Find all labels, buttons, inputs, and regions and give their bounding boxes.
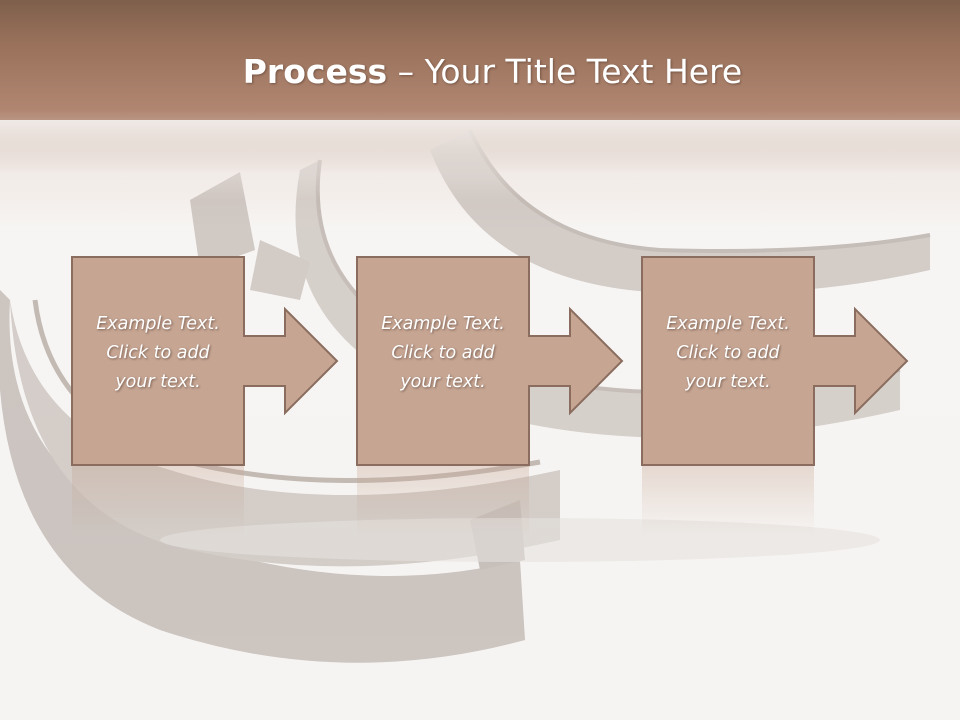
step-2-reflection	[357, 466, 529, 536]
step-1-line-2: Click to add	[106, 343, 210, 363]
slide-title[interactable]: Process – Your Title Text Here	[0, 52, 960, 91]
step-1-arrow-box[interactable]	[71, 256, 339, 466]
step-3-reflection	[642, 466, 814, 536]
step-3-arrow-box[interactable]	[641, 256, 909, 466]
step-2-text[interactable]: Example Text. Click to add your text.	[357, 310, 529, 397]
step-3-line-3: your text.	[685, 372, 771, 392]
step-1-line-3: your text.	[115, 372, 201, 392]
title-rest-part: – Your Title Text Here	[387, 52, 743, 91]
step-1-text[interactable]: Example Text. Click to add your text.	[72, 310, 244, 397]
title-bold-part: Process	[242, 52, 388, 91]
step-3-line-1: Example Text.	[666, 314, 790, 334]
step-2-line-3: your text.	[400, 372, 486, 392]
step-3-text[interactable]: Example Text. Click to add your text.	[642, 310, 814, 397]
step-2-line-2: Click to add	[391, 343, 495, 363]
step-3-line-2: Click to add	[676, 343, 780, 363]
step-1-line-1: Example Text.	[96, 314, 220, 334]
step-1-reflection	[72, 466, 244, 536]
step-2-line-1: Example Text.	[381, 314, 505, 334]
step-2-arrow-box[interactable]	[356, 256, 624, 466]
